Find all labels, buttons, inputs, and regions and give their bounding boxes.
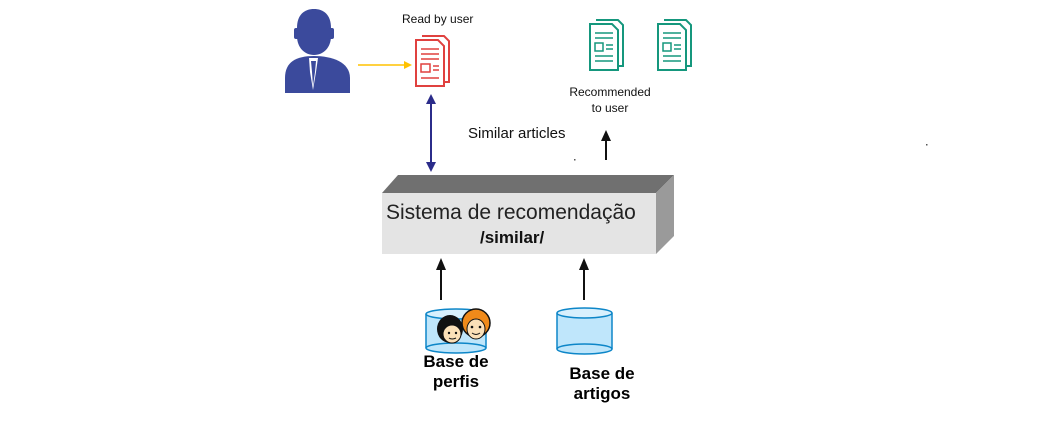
read-document-icon bbox=[415, 35, 450, 87]
profiles-to-system-arrow bbox=[436, 258, 446, 300]
profiles-db-line-2: perfis bbox=[432, 372, 480, 391]
recommended-to-user-label: Recommended to user bbox=[566, 84, 654, 116]
stray-dot bbox=[574, 159, 576, 161]
double-arrow bbox=[426, 94, 436, 172]
similar-articles-label: Similar articles bbox=[468, 125, 566, 142]
recommended-document-icon bbox=[589, 19, 624, 71]
articles-db-line-2: artigos bbox=[573, 384, 631, 403]
articles-database-label: Base de artigos bbox=[552, 364, 652, 404]
stray-dot bbox=[926, 144, 928, 146]
articles-database-icon bbox=[556, 307, 613, 355]
articles-db-line-1: Base de bbox=[569, 364, 635, 383]
output-arrow bbox=[601, 130, 611, 160]
input-arrow bbox=[358, 61, 412, 69]
profiles-database-label: Base de perfis bbox=[406, 352, 506, 392]
system-subtitle: /similar/ bbox=[480, 228, 545, 247]
faces-icon bbox=[437, 308, 491, 344]
recommended-line-1: Recommended bbox=[569, 85, 651, 99]
user-icon bbox=[285, 9, 350, 93]
recommendation-system-box bbox=[382, 175, 674, 254]
articles-to-system-arrow bbox=[579, 258, 589, 300]
profiles-db-line-1: Base de bbox=[423, 352, 489, 371]
recommended-line-2: to user bbox=[591, 101, 629, 115]
read-by-user-label: Read by user bbox=[402, 12, 474, 26]
recommended-document-icon bbox=[657, 19, 692, 71]
system-title: Sistema de recomendação bbox=[386, 201, 636, 224]
